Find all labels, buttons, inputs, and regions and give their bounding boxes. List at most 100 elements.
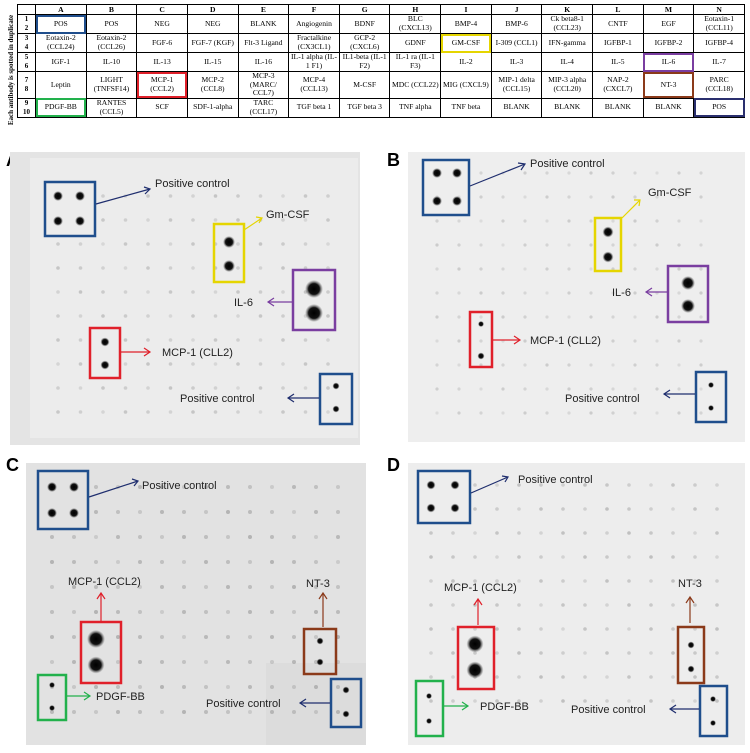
faint-spot <box>649 579 653 583</box>
faint-spot <box>78 338 83 342</box>
faint-spot <box>281 266 285 270</box>
nt3-label: NT-3 <box>678 578 702 590</box>
spot <box>332 382 340 390</box>
faint-spot <box>303 410 308 414</box>
faint-spot <box>248 660 252 664</box>
faint-spot <box>671 699 675 703</box>
faint-spot <box>671 675 675 679</box>
faint-spot <box>479 315 483 319</box>
faint-spot <box>523 411 527 415</box>
faint-spot <box>633 411 637 415</box>
faint-spot <box>589 339 593 343</box>
faint-spot <box>258 266 263 270</box>
faint-spot <box>94 610 98 614</box>
faint-spot <box>236 410 240 414</box>
faint-spot <box>116 710 120 714</box>
mcp1-box <box>79 620 123 685</box>
faint-spot <box>50 560 54 564</box>
faint-spot <box>545 387 549 391</box>
blot-a: Positive control Gm-CSF IL-6 MCP-1 (CLL2… <box>10 152 360 445</box>
faint-spot <box>611 171 615 175</box>
faint-spot <box>248 585 252 589</box>
antibody-cell: FGF-6 <box>136 33 188 53</box>
antibody-cell: Ck beta8-1 (CCL23) <box>541 14 594 34</box>
mcp1-box <box>468 310 494 369</box>
pos-control-top-label: Positive control <box>155 178 230 190</box>
faint-spot <box>699 363 703 367</box>
pos-control-top-box <box>421 158 471 217</box>
faint-spot <box>182 660 186 664</box>
faint-spot <box>457 411 461 415</box>
faint-spot <box>627 699 631 703</box>
faint-spot <box>226 710 230 714</box>
faint-spot <box>204 585 208 589</box>
pos-control-bottom-label: Positive control <box>565 393 640 405</box>
faint-spot <box>715 531 719 535</box>
faint-spot <box>479 387 483 391</box>
faint-spot <box>226 660 230 664</box>
faint-spot <box>539 651 543 655</box>
faint-spot <box>56 386 60 390</box>
antibody-cell: BLANK <box>592 97 644 118</box>
spot <box>87 656 105 674</box>
faint-spot <box>326 242 330 246</box>
antibody-cell: BLC (CXCL13) <box>389 14 442 34</box>
spot <box>316 658 324 666</box>
pdgf-box <box>36 673 68 722</box>
faint-spot <box>693 531 697 535</box>
faint-spot <box>303 338 308 342</box>
faint-spot <box>146 362 150 366</box>
row-number: 9 10 <box>17 97 36 118</box>
faint-spot <box>226 635 230 639</box>
faint-spot <box>72 685 76 689</box>
faint-spot <box>655 195 659 199</box>
faint-spot <box>699 411 703 415</box>
arrowhead <box>634 199 641 207</box>
faint-spot <box>627 627 631 631</box>
faint-spot <box>258 194 263 198</box>
faint-spot <box>501 267 505 271</box>
antibody-cell: IGFBP-2 <box>642 33 695 53</box>
faint-spot <box>160 635 164 639</box>
faint-spot <box>50 585 54 589</box>
faint-spot <box>116 685 120 689</box>
faint-spot <box>326 194 330 198</box>
faint-spot <box>457 243 461 247</box>
faint-spot <box>699 387 703 391</box>
faint-spot <box>146 386 150 390</box>
antibody-cell: MIG (CXCL9) <box>440 71 492 99</box>
faint-spot <box>479 291 483 295</box>
faint-spot <box>236 314 240 318</box>
faint-spot <box>545 363 549 367</box>
antibody-cell: IL-4 <box>541 52 594 72</box>
column-header: J <box>490 4 543 15</box>
faint-spot <box>567 195 571 199</box>
blot-b: Positive control Gm-CSF IL-6 MCP-1 (CLL2… <box>408 152 745 442</box>
faint-spot <box>605 555 609 559</box>
faint-spot <box>583 627 587 631</box>
faint-spot <box>677 363 681 367</box>
faint-spot <box>583 483 587 487</box>
faint-spot <box>479 267 483 271</box>
faint-spot <box>281 290 285 294</box>
faint-spot <box>567 411 571 415</box>
faint-spot <box>583 675 587 679</box>
spot <box>69 508 79 518</box>
membrane <box>408 463 745 745</box>
faint-spot <box>649 675 653 679</box>
faint-spot <box>627 579 631 583</box>
faint-spot <box>292 585 296 589</box>
spot <box>681 276 695 290</box>
antibody-cell: Eotaxin-2 (CCL26) <box>85 33 138 53</box>
faint-spot <box>191 362 195 366</box>
faint-spot <box>236 362 240 366</box>
faint-spot <box>314 635 318 639</box>
antibody-cell: NEG <box>186 14 239 34</box>
spot <box>342 686 350 694</box>
faint-spot <box>123 290 128 294</box>
antibody-cell: SCF <box>136 97 188 118</box>
pos-control-top-box <box>36 469 90 531</box>
faint-spot <box>451 651 455 655</box>
antibody-cell: IL-15 <box>186 52 239 72</box>
